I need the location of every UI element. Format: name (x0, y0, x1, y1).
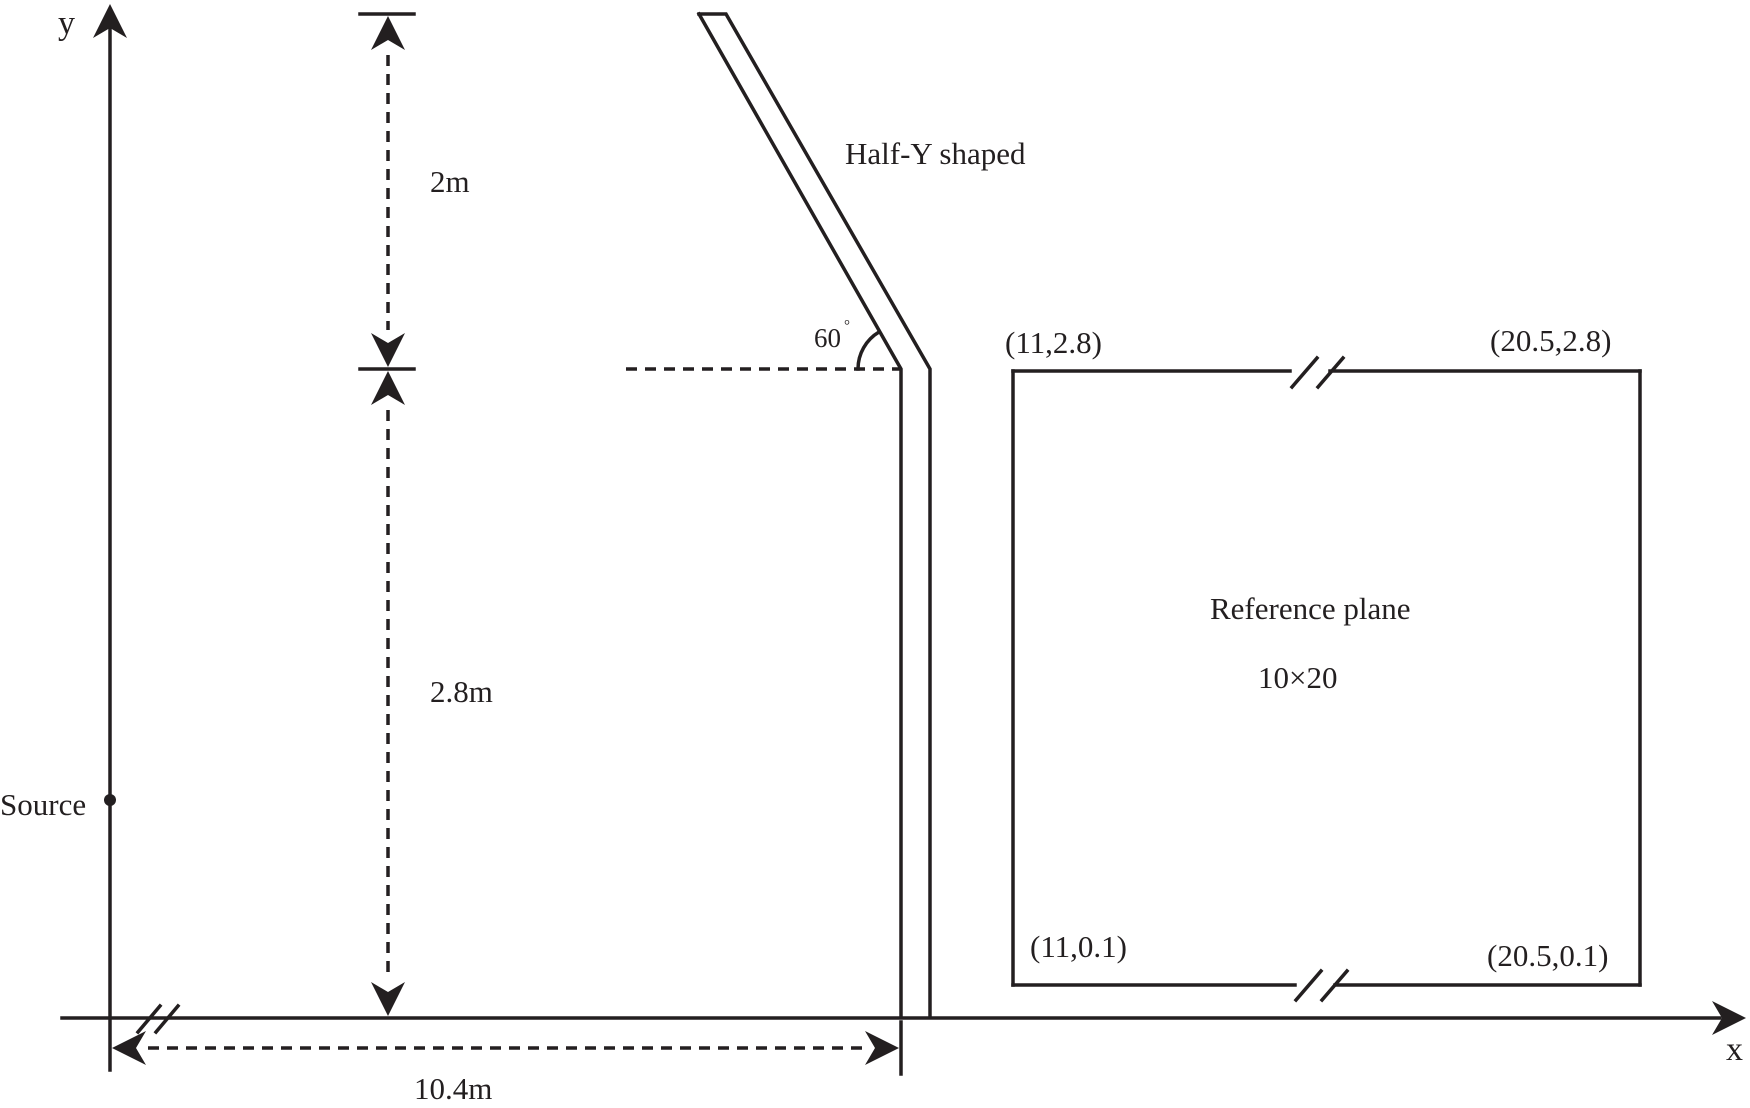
break-mark (1319, 968, 1350, 1003)
dimension-lower-label: 2.8m (430, 674, 493, 709)
dimension-horizontal-label: 10.4m (414, 1071, 492, 1106)
x-axis-label: x (1726, 1031, 1743, 1068)
arrow-right-icon (865, 1031, 899, 1065)
break-mark (1293, 968, 1324, 1003)
reference-plane-title: Reference plane (1210, 591, 1411, 626)
arrow-up-icon (371, 16, 405, 50)
source-point (104, 794, 116, 806)
axis-break-mark (153, 1003, 181, 1035)
break-mark (1289, 355, 1320, 390)
angle-arc (856, 329, 882, 371)
corner-top-right-label: (20.5,2.8) (1490, 323, 1611, 358)
corner-top-left-label: (11,2.8) (1005, 325, 1102, 360)
dimension-upper (358, 12, 416, 371)
dimension-horizontal (112, 1020, 903, 1076)
half-y-wall (696, 11, 932, 1018)
reference-plane-rect (1011, 355, 1642, 1003)
degree-mark: ° (844, 318, 850, 334)
dimension-upper-label: 2m (430, 164, 470, 199)
axis-break-mark (135, 1003, 163, 1035)
corner-bottom-left-label: (11,0.1) (1030, 929, 1127, 964)
y-axis-label: y (58, 5, 75, 42)
arrow-down-icon (371, 333, 405, 367)
corner-bottom-right-label: (20.5,0.1) (1487, 938, 1608, 973)
break-mark (1315, 355, 1346, 390)
reference-plane-size: 10×20 (1258, 660, 1337, 695)
arrow-down-icon (371, 982, 405, 1016)
dimension-lower (371, 371, 405, 1016)
x-axis (60, 1001, 1746, 1035)
arrow-up-icon (371, 371, 405, 405)
y-axis (93, 4, 127, 1072)
arrow-left-icon (112, 1031, 146, 1065)
angle-label: 60 (814, 323, 841, 353)
source-label: Source (0, 787, 86, 822)
wall-label: Half-Y shaped (845, 136, 1026, 171)
